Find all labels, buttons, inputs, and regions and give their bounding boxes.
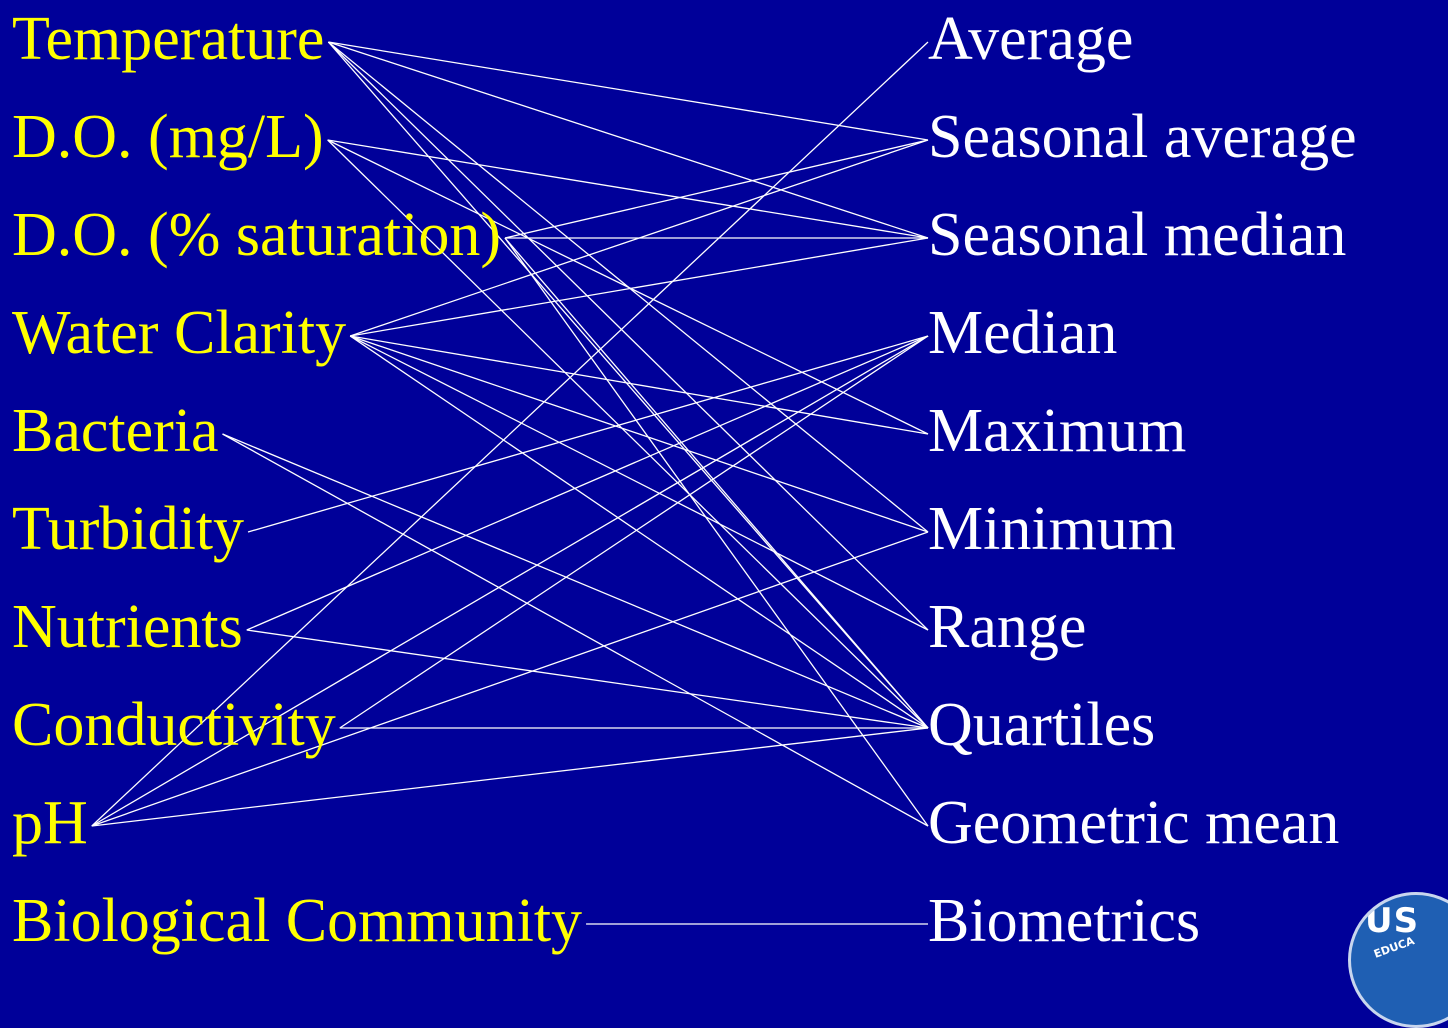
statistic-seasonal-average: Seasonal average — [928, 103, 1357, 171]
parameter-temperature: Temperature — [12, 5, 325, 73]
connection-line — [246, 629, 929, 729]
connection-line — [327, 41, 929, 729]
connection-line — [328, 41, 929, 141]
connection-line — [504, 139, 929, 239]
connection-line — [247, 335, 929, 533]
slide: Temperature D.O. (mg/L) D.O. (% saturati… — [12, 5, 1448, 1028]
statistic-average: Average — [928, 5, 1134, 73]
connection-line — [327, 139, 929, 435]
parameter-do-saturation: D.O. (% saturation) — [12, 201, 501, 269]
connection-line — [327, 41, 929, 631]
connection-line — [349, 335, 929, 729]
parameter-bacteria: Bacteria — [12, 397, 219, 465]
connection-line — [91, 531, 929, 827]
parameter-biological-community: Biological Community — [12, 887, 583, 955]
parameter-do-mg-l: D.O. (mg/L) — [12, 103, 324, 171]
parameter-ph: pH — [12, 789, 88, 857]
connection-line — [349, 335, 929, 631]
parameter-turbidity: Turbidity — [12, 495, 245, 563]
logo-text: US — [1365, 901, 1420, 941]
statistic-median: Median — [928, 299, 1118, 367]
connection-line — [504, 237, 929, 827]
parameter-conductivity: Conductivity — [12, 691, 336, 759]
connection-line — [222, 433, 929, 729]
connection-line — [349, 335, 929, 533]
parameter-water-clarity: Water Clarity — [12, 299, 347, 367]
connection-line — [504, 237, 929, 729]
connection-line — [327, 41, 929, 533]
statistic-geometric-mean: Geometric mean — [928, 789, 1340, 857]
connection-line — [350, 335, 929, 435]
parameter-nutrients: Nutrients — [12, 593, 243, 661]
statistic-biometrics: Biometrics — [928, 887, 1201, 955]
connection-line — [246, 335, 929, 631]
statistic-minimum: Minimum — [928, 495, 1177, 563]
statistic-quartiles: Quartiles — [928, 691, 1156, 759]
statistic-seasonal-median: Seasonal median — [928, 201, 1347, 269]
connection-line — [222, 433, 929, 827]
usgs-logo: US EDUCA — [1348, 892, 1448, 1028]
statistic-range: Range — [928, 593, 1087, 661]
connection-line — [339, 335, 929, 729]
statistic-maximum: Maximum — [928, 397, 1187, 465]
